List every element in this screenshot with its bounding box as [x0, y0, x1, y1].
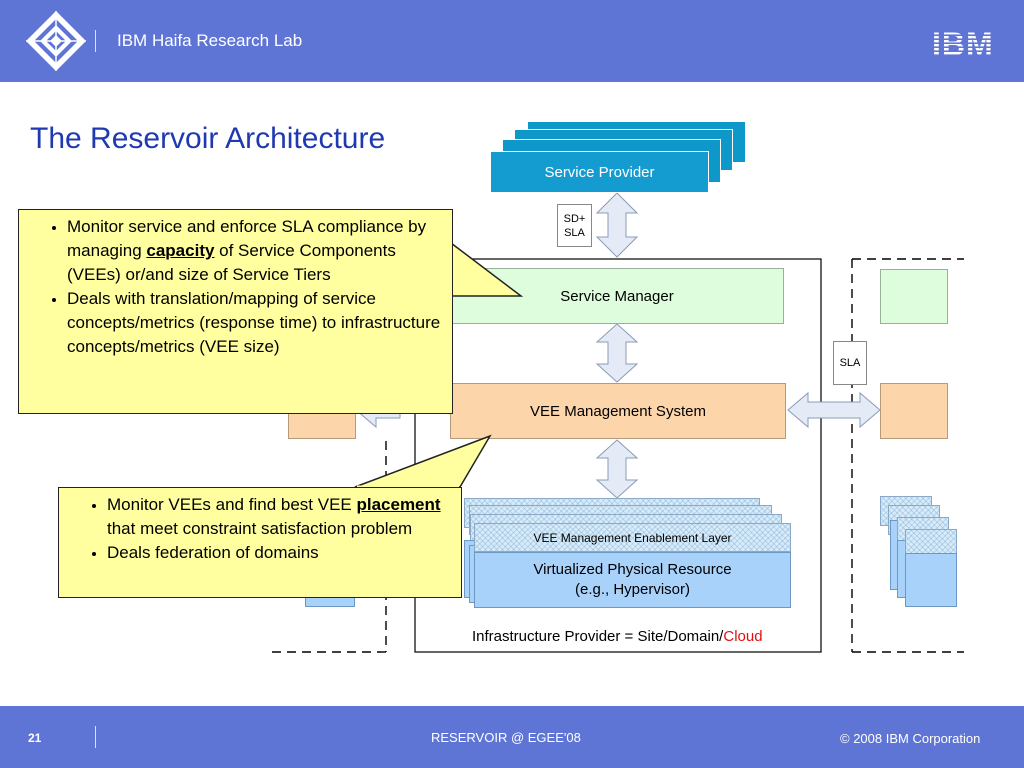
callout-service-manager: Monitor service and enforce SLA complian…	[18, 209, 453, 414]
vee-enablement-layer-box: VEE Management Enablement Layer	[474, 523, 791, 552]
service-provider-box: Service Provider	[490, 151, 709, 193]
callout-vee-management: Monitor VEEs and find best VEE placement…	[58, 487, 462, 598]
arrow-sm-vee	[595, 323, 639, 383]
infrastructure-label: Infrastructure Provider = Site/Domain/Cl…	[472, 628, 763, 645]
infrastructure-frame	[414, 258, 822, 653]
right-stack-c2	[905, 553, 957, 607]
callout-bottom-bullet-1: Monitor VEEs and find best VEE placement…	[107, 493, 461, 541]
header-divider	[95, 30, 96, 52]
virtualized-resource-line1: Virtualized Physical Resource	[533, 561, 732, 578]
lab-name: IBM Haifa Research Lab	[117, 31, 303, 50]
footer-bar: 21 RESERVOIR @ EGEE'08 © 2008 IBM Corpor…	[0, 706, 1024, 768]
page-number: 21	[28, 731, 42, 745]
footer-divider	[95, 726, 96, 748]
sd-sla-note: SD+SLA	[557, 204, 592, 247]
right-stack-c1	[905, 529, 957, 555]
capacity-emphasis: capacity	[146, 241, 215, 260]
ibm-research-logo	[26, 11, 86, 71]
callout-top-bullet-1: Monitor service and enforce SLA complian…	[67, 215, 452, 287]
callout-top-bullet-2: Deals with translation/mapping of servic…	[67, 287, 452, 359]
header-bar: IBM Haifa Research Lab IBM	[0, 0, 1024, 82]
ibm-logo: IBM	[932, 26, 994, 62]
vee-management-system-box: VEE Management System	[450, 383, 786, 439]
placement-emphasis: placement	[356, 495, 441, 514]
virtualized-resource-line2: (e.g., Hypervisor)	[574, 581, 691, 598]
sla-note: SLA	[833, 341, 867, 385]
callout-bottom-bullet-2: Deals federation of domains	[107, 541, 461, 565]
arrow-sp-sm	[595, 192, 639, 258]
right-domain-vmgmt-box	[880, 383, 948, 439]
event-name: RESERVOIR @ EGEE'08	[431, 730, 581, 745]
right-domain-sm-box	[880, 269, 948, 324]
slide-title: The Reservoir Architecture	[30, 122, 386, 155]
virtualized-resource-box: Virtualized Physical Resource (e.g., Hype…	[474, 552, 791, 608]
copyright: © 2008 IBM Corporation	[840, 731, 981, 746]
cloud-label: Cloud	[723, 628, 763, 645]
svg-text:IBM: IBM	[932, 26, 994, 62]
